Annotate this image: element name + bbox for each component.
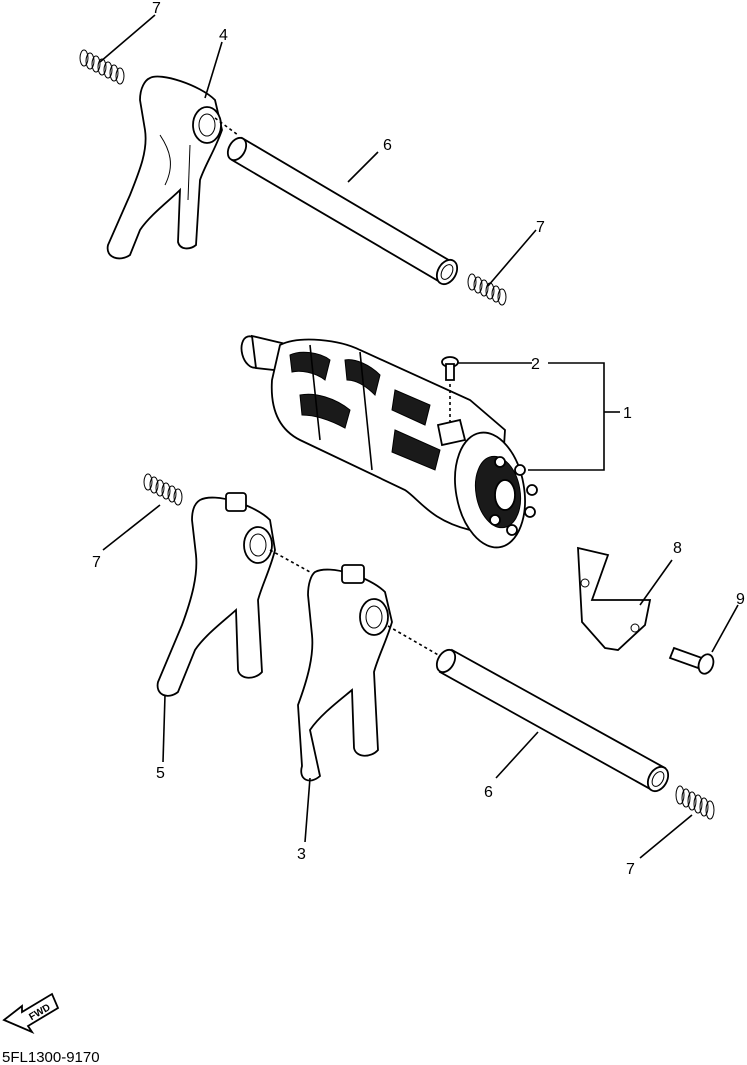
- spring-part-7-bottom-right: [675, 785, 715, 820]
- spring-part-7-top-left: [79, 49, 125, 85]
- plate-part-8: [577, 546, 652, 651]
- shift-fork-part-4: [106, 75, 223, 260]
- callout-7-top-left: 7: [152, 0, 161, 17]
- callout-6-top: 6: [383, 137, 392, 154]
- shift-fork-part-3: [297, 564, 393, 782]
- assembly-axis-lower: [269, 549, 441, 657]
- shift-drum-part-1: [240, 334, 538, 549]
- callout-5: 5: [156, 765, 165, 782]
- drawing-code: 5FL1300-9170: [2, 1049, 100, 1065]
- callout-7-middle-left: 7: [92, 554, 101, 571]
- callout-1: 1: [623, 405, 632, 422]
- callout-6-bottom: 6: [484, 784, 493, 801]
- shift-shaft-part-6-top: [214, 117, 459, 286]
- callout-8: 8: [673, 540, 682, 557]
- callout-9: 9: [736, 591, 745, 608]
- fwd-label: FWD: [27, 1002, 52, 1023]
- shift-shaft-part-6-bottom: [435, 648, 670, 793]
- callout-4: 4: [219, 27, 228, 44]
- shift-fork-part-5: [156, 492, 276, 697]
- pin-part-2: [441, 356, 459, 425]
- callout-7-top-right: 7: [536, 219, 545, 236]
- callout-leader-lines: [99, 14, 739, 859]
- callout-2: 2: [531, 356, 540, 373]
- spring-part-7-middle-left: [143, 473, 183, 506]
- spring-part-7-top-right: [467, 273, 507, 306]
- callout-7-bottom-right: 7: [626, 861, 635, 878]
- forward-arrow-icon: FWD: [2, 992, 60, 1035]
- screw-part-9: [668, 646, 715, 675]
- callout-3: 3: [297, 846, 306, 863]
